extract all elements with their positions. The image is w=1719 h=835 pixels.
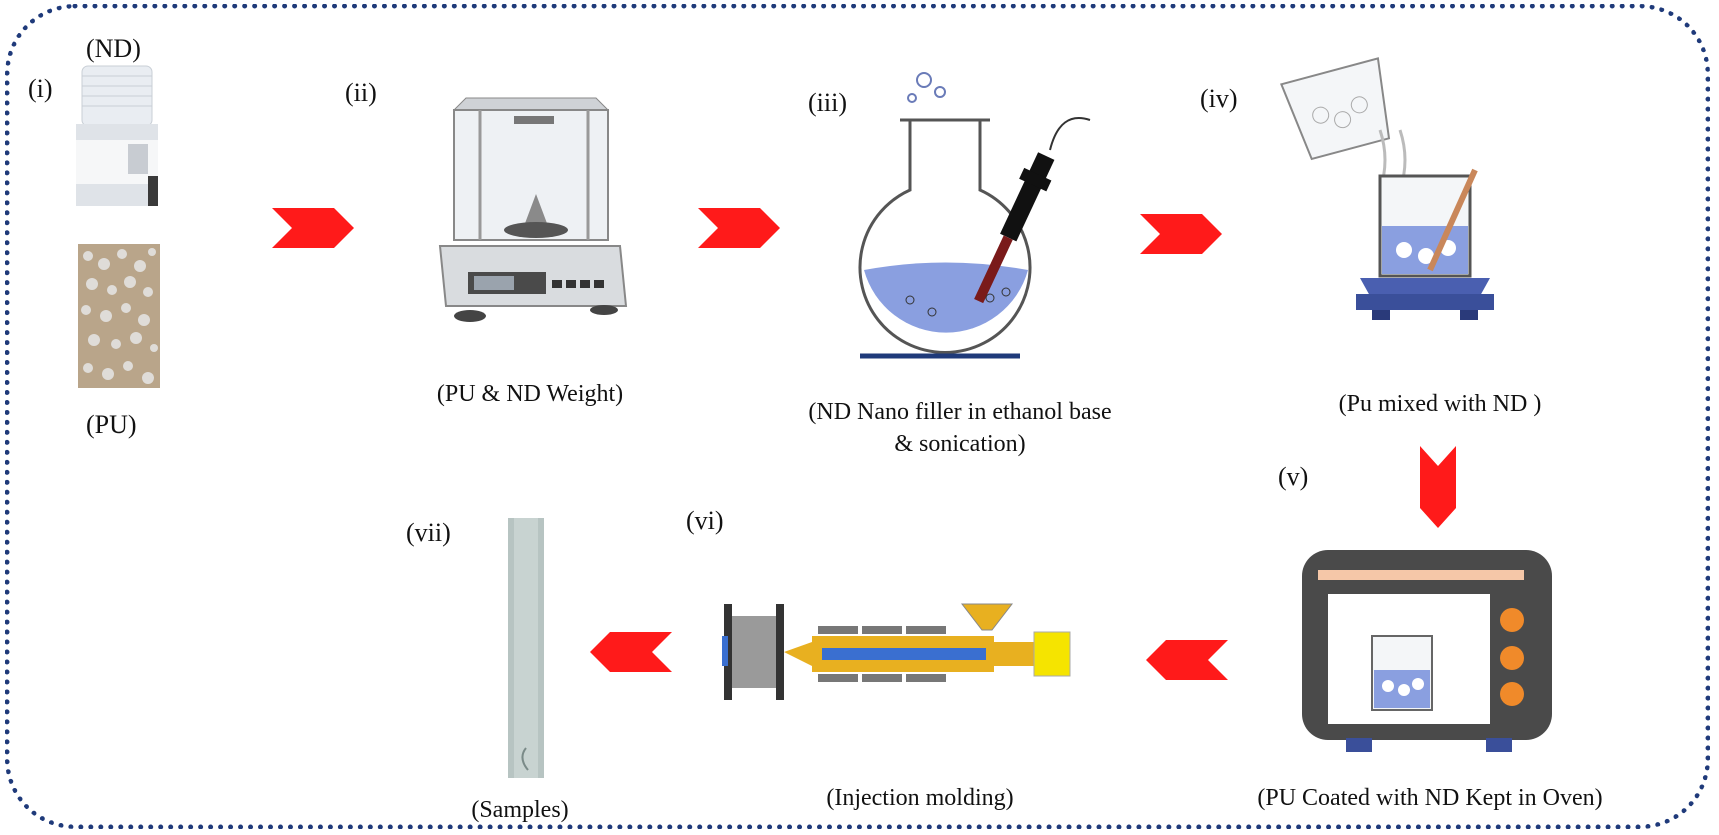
- arrow-right-icon: [272, 208, 354, 248]
- step-vii-caption: (Samples): [471, 797, 569, 823]
- sample-strip-photo: [508, 518, 544, 778]
- nd-label: (ND): [86, 34, 141, 63]
- pu-granules-photo: [78, 244, 160, 388]
- arrow-left-icon: [590, 632, 672, 672]
- sonication-flask-icon: [858, 72, 1091, 359]
- step-iv-caption: (Pu mixed with ND ): [1338, 391, 1542, 417]
- arrow-right-icon: [1140, 214, 1222, 254]
- dotted-border-frame: [5, 4, 1710, 829]
- step-iv-label: (iv): [1200, 84, 1238, 113]
- step-vii-label: (vii): [406, 518, 451, 547]
- mixing-hotplate-icon: [1279, 57, 1494, 320]
- arrow-down-icon: [1420, 446, 1456, 528]
- step-iii-label: (iii): [808, 88, 847, 117]
- arrow-left-icon: [1146, 640, 1228, 680]
- step-ii-label: (ii): [345, 78, 377, 107]
- step-ii-caption: (PU & ND Weight): [436, 381, 624, 407]
- step-iii-caption-line1: (ND Nano filler in ethanol base: [808, 399, 1112, 425]
- arrow-right-icon: [698, 208, 780, 248]
- nd-bottle-photo: [76, 65, 158, 206]
- step-vi-caption: (Injection molding): [826, 785, 1014, 811]
- analytical-balance-icon: [438, 97, 628, 322]
- step-v-caption: (PU Coated with ND Kept in Oven): [1257, 785, 1603, 811]
- pu-label: (PU): [86, 410, 137, 439]
- step-iii-caption-line2: & sonication): [894, 431, 1026, 457]
- injection-molding-machine-icon: [722, 603, 1071, 700]
- oven-icon: [1302, 550, 1552, 752]
- step-i-label: (i): [28, 74, 53, 103]
- step-vi-label: (vi): [686, 506, 724, 535]
- step-v-label: (v): [1278, 462, 1309, 491]
